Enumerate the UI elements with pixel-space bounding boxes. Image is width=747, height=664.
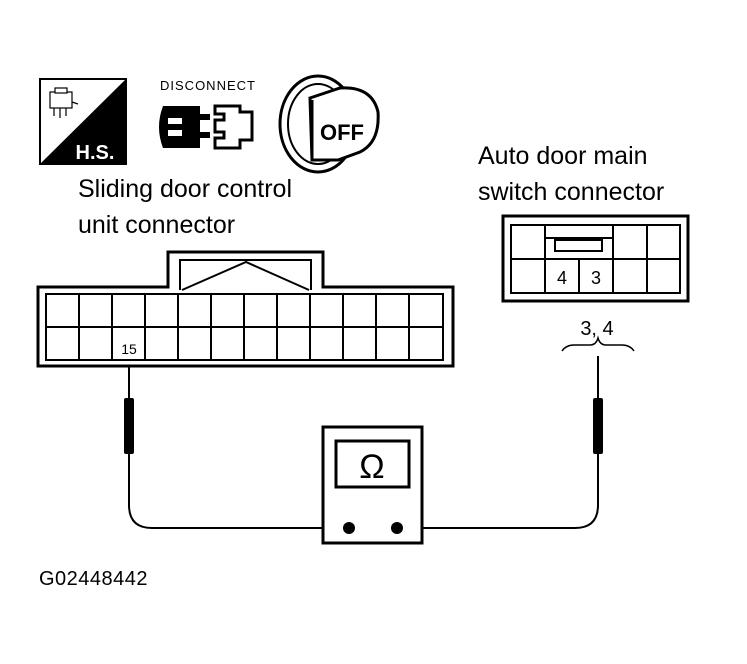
sliding-door-pin-grid <box>45 293 444 361</box>
auto-door-pin-grid <box>510 224 681 294</box>
right-probe-wire <box>397 504 599 529</box>
hs-label: H.S. <box>76 142 115 164</box>
left-probe-wire <box>128 504 349 529</box>
disconnect-icon: DISCONNECT <box>159 78 256 150</box>
ohmmeter <box>321 425 424 545</box>
pin-15-label: 15 <box>121 341 137 357</box>
auto-door-title-line1: Auto door main <box>478 142 648 170</box>
ohmmeter-left-terminal <box>343 522 355 534</box>
ohmmeter-right-terminal <box>391 522 403 534</box>
disconnect-label: DISCONNECT <box>160 78 256 93</box>
ignition-off-label: OFF <box>320 120 364 145</box>
sliding-door-connector-title: Sliding door control unit connector <box>78 171 292 243</box>
pin-4-label: 4 <box>557 268 567 288</box>
pins-brace <box>561 335 635 352</box>
pins-3-4-label: 3, 4 <box>580 318 613 340</box>
left-probe <box>124 365 134 505</box>
auto-door-title-line2: switch connector <box>478 178 665 206</box>
auto-door-connector-title: Auto door main switch connector <box>478 138 664 210</box>
connector-glyph-icon <box>49 87 79 118</box>
harness-side-icon: H.S. <box>39 78 127 165</box>
sliding-door-title-line1: Sliding door control <box>78 175 293 203</box>
ohm-icon: Ω <box>359 448 384 486</box>
auto-door-switch-connector <box>501 214 690 303</box>
sliding-door-connector <box>36 250 455 368</box>
sliding-door-title-line2: unit connector <box>78 211 236 239</box>
figure-id: G02448442 <box>39 568 149 590</box>
right-probe <box>593 356 603 505</box>
pin-3-label: 3 <box>591 268 601 288</box>
ignition-off-icon: OFF <box>278 74 380 174</box>
